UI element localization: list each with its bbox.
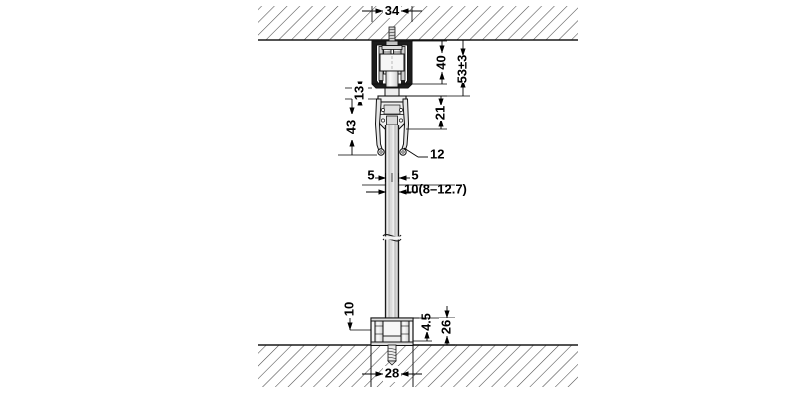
dimension-12: 12 xyxy=(403,146,444,161)
dimension-4p5: 4.5 xyxy=(413,312,435,342)
dimension-label-53: 53±3 xyxy=(454,55,469,84)
dimension-label-glass-thickness: 10(8–12.7) xyxy=(404,181,467,196)
dimension-glass-thickness: 10(8–12.7) xyxy=(362,181,467,196)
roller-carriage-assembly xyxy=(379,45,405,88)
floor-structure xyxy=(258,344,578,387)
dimension-label-10-bottom: 10 xyxy=(341,302,356,316)
dimension-label-13: 13 xyxy=(351,86,366,100)
dimension-label-5-right: 5 xyxy=(411,167,418,182)
dimension-label-5-left: 5 xyxy=(367,167,374,182)
dimension-label-26: 26 xyxy=(438,320,453,334)
dimension-label-28: 28 xyxy=(385,365,399,380)
dimension-5-right: 5 xyxy=(398,167,419,182)
dimension-40: 40 xyxy=(412,40,450,85)
dimension-label-21: 21 xyxy=(432,106,447,120)
dimension-28: 28 xyxy=(362,365,422,382)
dimension-10-bottom: 10 xyxy=(341,300,371,331)
dimension-5-left: 5 xyxy=(367,167,393,182)
dimension-label-34: 34 xyxy=(385,3,400,18)
dimension-label-12: 12 xyxy=(430,146,444,161)
floor-guide-channel xyxy=(370,317,414,346)
dimension-34: 34 xyxy=(362,3,422,22)
floor-fixing-screw xyxy=(387,344,397,366)
glass-panel-break-symbol xyxy=(382,234,402,242)
dimension-label-43: 43 xyxy=(343,120,358,134)
glass-panel xyxy=(384,125,400,318)
dimension-13: 13 xyxy=(345,81,378,106)
dimension-43: 43 xyxy=(338,99,377,156)
dimension-21: 21 xyxy=(406,95,449,130)
suspension-bolt xyxy=(385,26,399,46)
dimension-label-4p5: 4.5 xyxy=(419,313,433,330)
dimension-26: 26 xyxy=(413,306,455,346)
dimension-label-40: 40 xyxy=(433,55,448,69)
